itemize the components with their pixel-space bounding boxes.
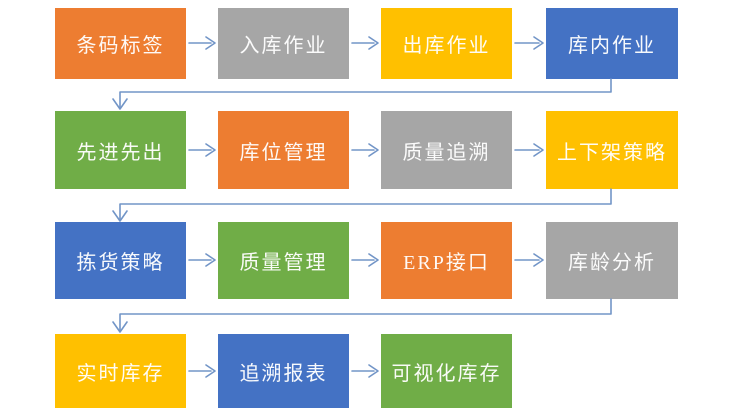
flow-box-r2-c1: 先进先出 [55,111,186,189]
right-arrow-icon [514,143,544,157]
flow-box-r3-c1: 拣货策略 [55,222,186,299]
flow-box-label: 拣货策略 [76,252,165,274]
flow-box-r4-c3: 可视化库存 [381,334,512,408]
flow-box-r1-c2: 入库作业 [218,8,349,79]
flow-box-label: 追溯报表 [239,362,328,385]
flow-box-label: 上下架策略 [557,141,667,164]
right-arrow-icon [188,253,216,267]
elbow-down-arrow-icon [112,78,612,110]
flow-box-label: 出库作业 [402,35,491,57]
flow-box-label: 库内作业 [568,35,656,57]
flow-box-r2-c2: 库位管理 [218,111,349,189]
flow-box-label: 可视化库存 [391,362,502,385]
flow-box-r1-c1: 条码标签 [55,8,186,79]
right-arrow-icon [351,36,379,50]
flow-box-label: 库位管理 [239,141,328,164]
elbow-down-arrow-icon [112,188,612,222]
flow-box-label: ERP接口 [403,252,490,274]
flow-box-r4-c2: 追溯报表 [218,334,349,408]
flow-box-label: 实时库存 [76,362,165,385]
flow-box-label: 条码标签 [76,35,165,57]
flow-box-r3-c3: ERP接口 [381,222,512,299]
flow-box-r1-c3: 出库作业 [381,8,512,79]
right-arrow-icon [351,143,379,157]
flow-box-label: 质量追溯 [402,141,491,164]
arrow-lines [112,36,612,378]
right-arrow-icon [188,143,216,157]
elbow-down-arrow-icon [112,298,612,333]
flow-box-r3-c4: 库龄分析 [546,222,678,299]
flow-box-label: 先进先出 [76,141,165,164]
right-arrow-icon [188,364,216,378]
right-arrow-icon [351,364,379,378]
right-arrow-icon [514,36,544,50]
flow-box-label: 库龄分析 [568,252,656,274]
flow-box-label: 质量管理 [239,252,328,274]
right-arrow-icon [351,253,379,267]
flow-box-r4-c1: 实时库存 [55,334,186,408]
flow-box-r3-c2: 质量管理 [218,222,349,299]
flow-box-r2-c4: 上下架策略 [546,111,678,189]
right-arrow-icon [514,253,544,267]
flow-box-r1-c4: 库内作业 [546,8,678,79]
right-arrow-icon [188,36,216,50]
flow-box-r2-c3: 质量追溯 [381,111,512,189]
flow-box-label: 入库作业 [239,35,328,57]
